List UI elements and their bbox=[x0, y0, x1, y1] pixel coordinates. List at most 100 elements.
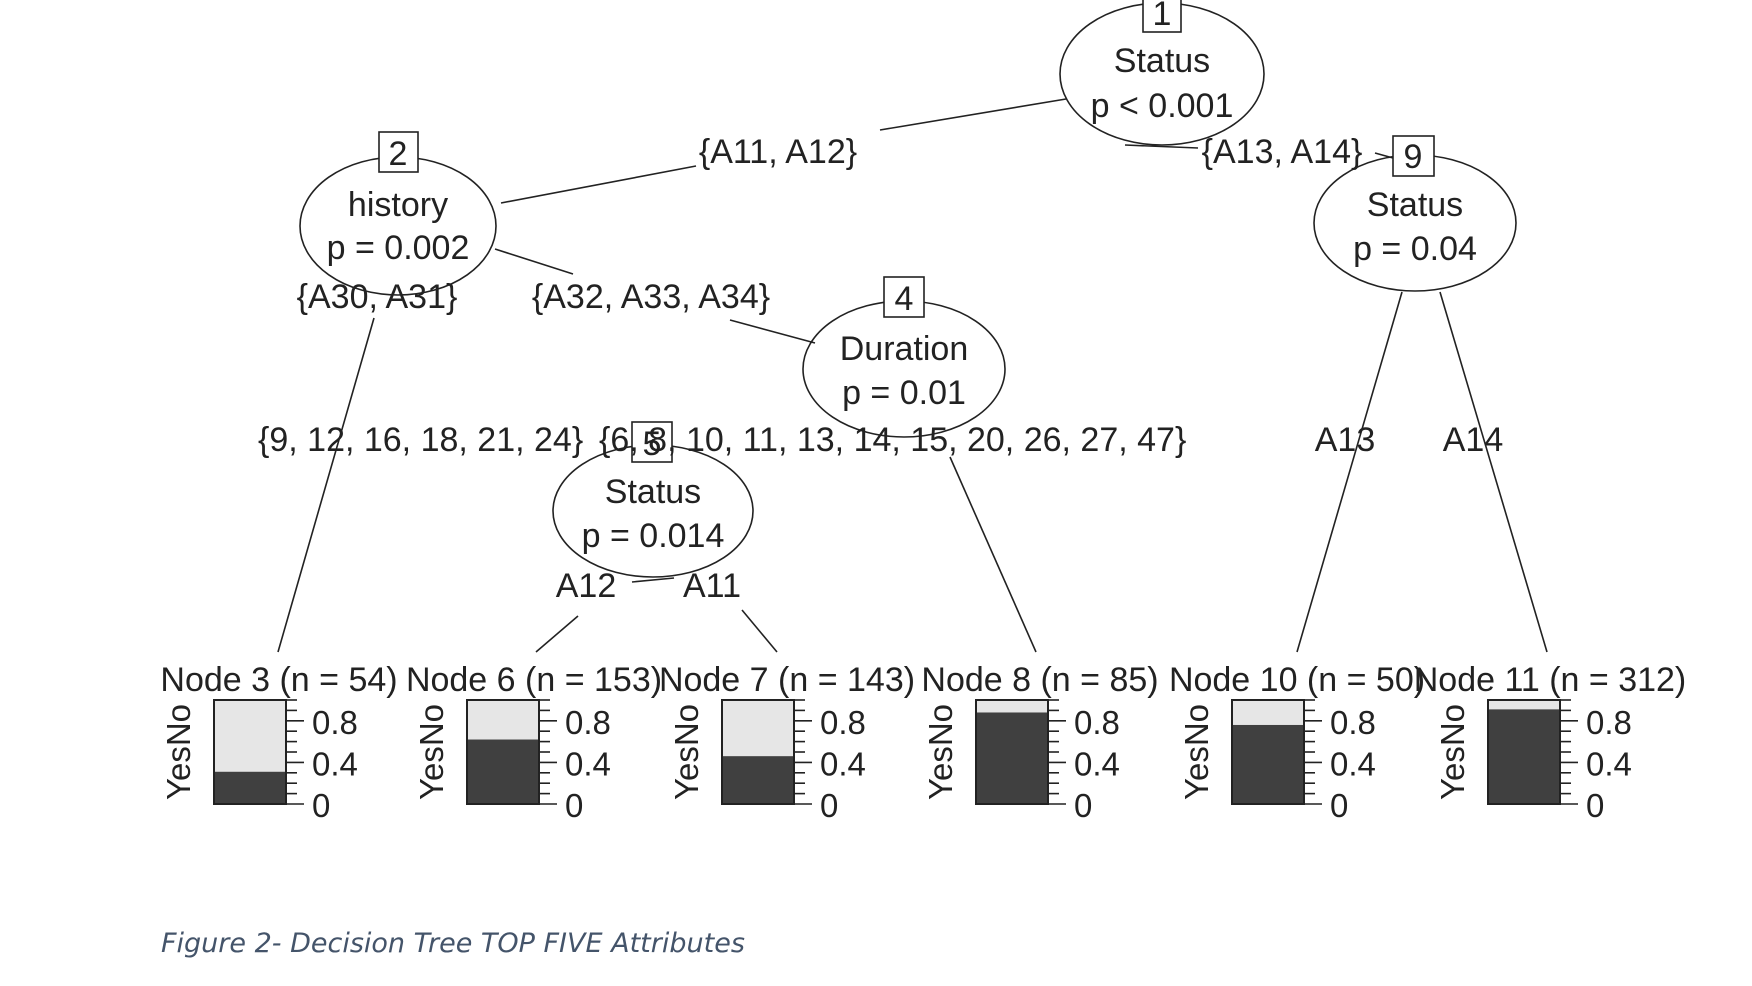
inner-node-5: 5 Status p = 0.014 bbox=[552, 421, 754, 578]
terminal-node-label: Node 11 (n = 312) bbox=[1414, 661, 1687, 699]
bar-yes-segment bbox=[1232, 724, 1304, 804]
edge-2-3 bbox=[277, 317, 375, 653]
axis-tick-label-0-4: 0.4 bbox=[312, 745, 358, 782]
inner-node-1: 1 Status p < 0.001 bbox=[1059, 0, 1265, 146]
bar-no-segment bbox=[1488, 700, 1560, 710]
edge-5-7 bbox=[741, 609, 778, 653]
bar-yes-segment bbox=[467, 739, 539, 804]
edge-label-1-9: {A13, A14} bbox=[1202, 133, 1363, 171]
node-id-box bbox=[883, 276, 925, 318]
edge-1-2-b bbox=[500, 165, 697, 204]
edge-4-8 bbox=[949, 456, 1037, 653]
axis-tick-label-0-4: 0.4 bbox=[565, 745, 611, 782]
edge-2-4-b bbox=[729, 319, 816, 344]
edge-label-5-6: A12 bbox=[556, 567, 617, 605]
edge-label-2-3: {A30, A31} bbox=[297, 278, 458, 316]
tree-edges bbox=[277, 98, 1548, 653]
node-id-box bbox=[378, 131, 419, 173]
node-pvalue: p = 0.002 bbox=[327, 229, 470, 267]
node-id-box bbox=[1142, 0, 1182, 33]
node-id: 5 bbox=[643, 425, 662, 463]
node-id: 9 bbox=[1404, 138, 1423, 176]
bar-ylabel: YesNo bbox=[1434, 704, 1471, 800]
edge-1-9-a bbox=[1124, 144, 1199, 149]
node-id-box bbox=[631, 421, 673, 463]
terminal-node-11: Node 11 (n = 312) YesNo 0 0.4 0.8 bbox=[1414, 661, 1687, 824]
node-id: 4 bbox=[895, 280, 914, 318]
edge-label-5-7: A11 bbox=[683, 567, 741, 605]
axis-tick-label-0-8: 0.8 bbox=[1586, 704, 1632, 741]
axis-tick-label-0: 0 bbox=[1330, 787, 1348, 824]
terminal-node-label: Node 7 (n = 143) bbox=[659, 661, 915, 699]
axis-tick-label-0-8: 0.8 bbox=[1330, 704, 1376, 741]
edge-label-2-4: {A32, A33, A34} bbox=[532, 278, 770, 316]
axis-tick-label-0-8: 0.8 bbox=[565, 704, 611, 741]
bar-yes-segment bbox=[214, 771, 286, 804]
bar-no-segment bbox=[1232, 700, 1304, 725]
bar-no-segment bbox=[214, 700, 286, 772]
node-id: 1 bbox=[1153, 0, 1172, 33]
node-pvalue: p = 0.04 bbox=[1353, 230, 1477, 268]
bar-yes-segment bbox=[1488, 709, 1560, 804]
node-id: 2 bbox=[389, 135, 408, 173]
edge-label-9-10: A13 bbox=[1315, 421, 1376, 459]
bar-ylabel: YesNo bbox=[922, 704, 959, 800]
bar-ylabel: YesNo bbox=[413, 704, 450, 800]
axis-tick-label-0: 0 bbox=[820, 787, 838, 824]
node-ellipse bbox=[802, 300, 1006, 438]
edge-5-6-b bbox=[535, 615, 579, 653]
node-pvalue: p = 0.01 bbox=[842, 374, 966, 412]
bar-yes-segment bbox=[976, 712, 1048, 804]
edge-labels: {A11, A12} {A13, A14} {A30, A31} {A32, A… bbox=[258, 133, 1503, 605]
axis-tick-label-0-8: 0.8 bbox=[1074, 704, 1120, 741]
node-pvalue: p = 0.014 bbox=[582, 517, 725, 555]
axis-tick-label-0: 0 bbox=[1586, 787, 1604, 824]
bar-ylabel: YesNo bbox=[160, 704, 197, 800]
bar-no-segment bbox=[976, 700, 1048, 713]
node-variable: Status bbox=[1367, 186, 1463, 224]
edge-label-9-11: A14 bbox=[1443, 421, 1504, 459]
bar-no-segment bbox=[722, 700, 794, 757]
axis-tick-label-0: 0 bbox=[565, 787, 583, 824]
edge-1-2-a bbox=[879, 98, 1067, 131]
bar-no-segment bbox=[467, 700, 539, 740]
node-variable: history bbox=[348, 186, 448, 224]
axis-tick-label-0-4: 0.4 bbox=[1586, 745, 1632, 782]
axis-tick-label-0-8: 0.8 bbox=[820, 704, 866, 741]
edge-2-4-a bbox=[494, 248, 574, 275]
terminal-node-7: Node 7 (n = 143) YesNo 0 0.4 0.8 bbox=[659, 661, 915, 824]
node-ellipse bbox=[299, 156, 497, 296]
bar-ylabel: YesNo bbox=[1178, 704, 1215, 800]
node-ellipse bbox=[552, 444, 754, 578]
node-variable: Duration bbox=[840, 330, 969, 368]
inner-node-2: 2 history p = 0.002 bbox=[299, 131, 497, 296]
terminal-node-8: Node 8 (n = 85) YesNo 0 0.4 0.8 bbox=[921, 661, 1158, 824]
terminal-node-label: Node 8 (n = 85) bbox=[921, 661, 1158, 699]
node-id-box bbox=[1392, 135, 1435, 177]
figure-caption: Figure 2- Decision Tree TOP FIVE Attribu… bbox=[161, 928, 745, 959]
edge-label-4-8: {6, 8, 10, 11, 13, 14, 15, 20, 26, 27, 4… bbox=[599, 421, 1186, 459]
terminal-node-6: Node 6 (n = 153) YesNo 0 0.4 0.8 bbox=[406, 661, 662, 824]
node-variable: Status bbox=[605, 473, 701, 511]
inner-node-9: 9 Status p = 0.04 bbox=[1313, 135, 1517, 292]
bar-yes-segment bbox=[722, 756, 794, 804]
bar-ylabel: YesNo bbox=[668, 704, 705, 800]
axis-tick-label-0: 0 bbox=[312, 787, 330, 824]
terminal-node-10: Node 10 (n = 50) YesNo 0 0.4 0.8 bbox=[1169, 661, 1425, 824]
axis-tick-label-0: 0 bbox=[1074, 787, 1092, 824]
axis-tick-label-0-4: 0.4 bbox=[1330, 745, 1376, 782]
edge-label-4-5: {9, 12, 16, 18, 21, 24} bbox=[258, 421, 583, 459]
edge-9-10 bbox=[1296, 291, 1403, 653]
inner-node-4: 4 Duration p = 0.01 bbox=[802, 276, 1006, 438]
edge-9-11 bbox=[1439, 291, 1548, 653]
terminal-node-label: Node 10 (n = 50) bbox=[1169, 661, 1425, 699]
axis-tick-label-0-4: 0.4 bbox=[1074, 745, 1120, 782]
edge-5-6-a bbox=[631, 577, 675, 583]
axis-tick-label-0-8: 0.8 bbox=[312, 704, 358, 741]
node-pvalue: p < 0.001 bbox=[1091, 87, 1234, 125]
axis-tick-label-0-4: 0.4 bbox=[820, 745, 866, 782]
terminal-node-label: Node 6 (n = 153) bbox=[406, 661, 662, 699]
